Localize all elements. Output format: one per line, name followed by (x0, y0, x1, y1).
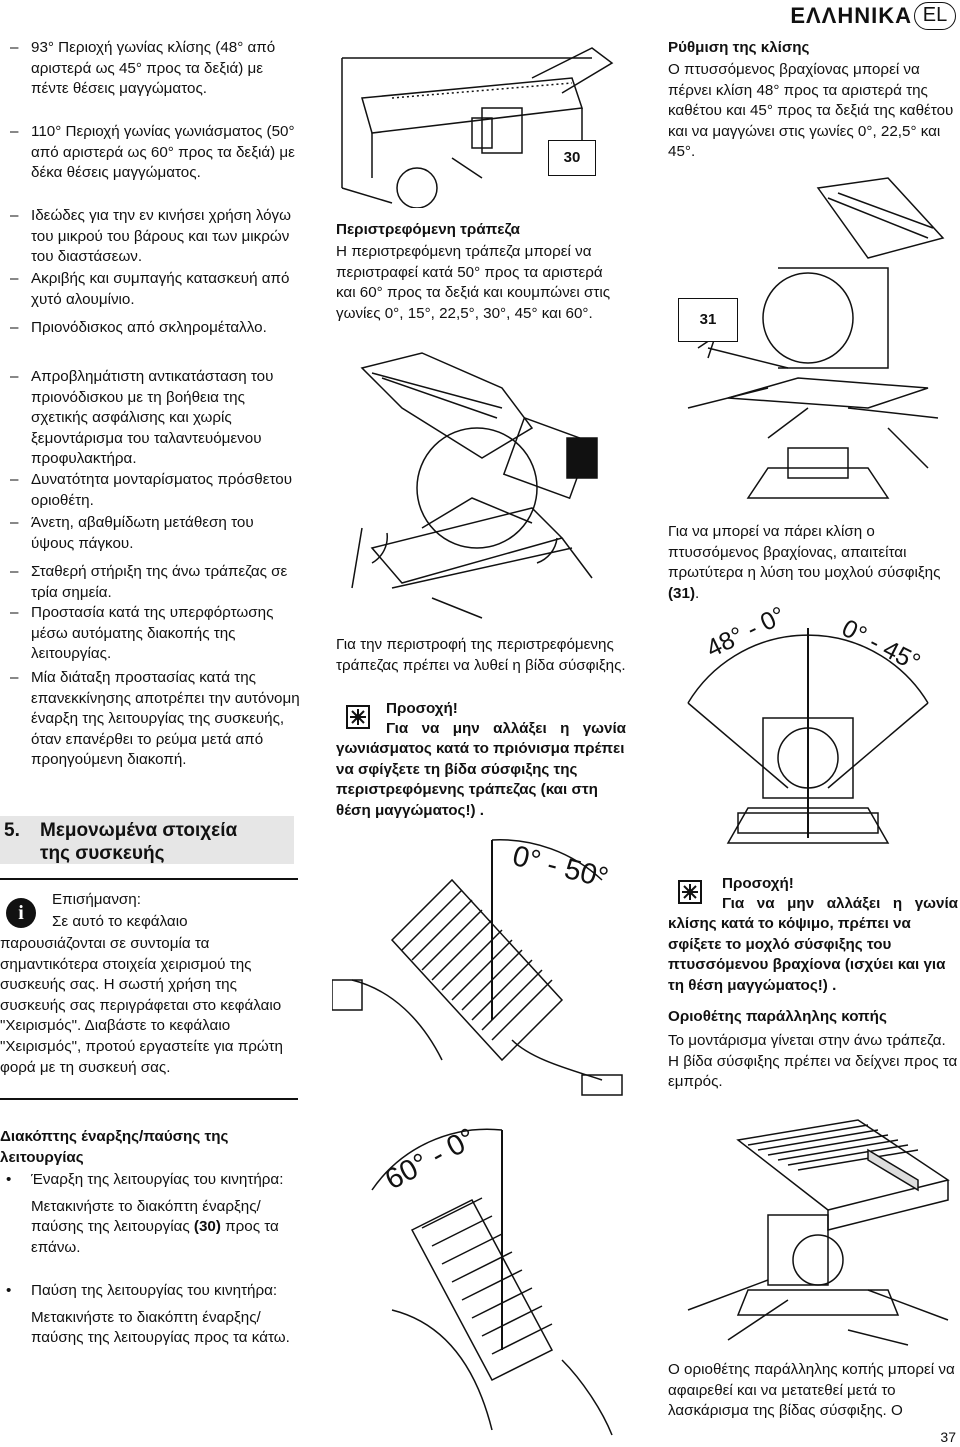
rotary-heading: Περιστρεφόμενη τράπεζα (336, 221, 520, 238)
bullet-icon: • (6, 1171, 12, 1188)
language-code-badge: EL (914, 2, 956, 30)
figure-tilt-angles: 48° - 0° 0° - 45° (668, 601, 960, 870)
tilt-angles-drawing (687, 628, 929, 844)
features-list: –93° Περιοχή γωνίας κλίσης (48° από αρισ… (0, 38, 300, 798)
feature-item: –Ιδεώδες για την εν κινήσει χρήση λόγω τ… (10, 207, 291, 266)
figure-saw-top: 30 (332, 38, 624, 208)
rotary-warning-title: Προσοχή! (386, 700, 458, 717)
feature-item: –Μία διάταξη προστασίας κατά της επανεκκ… (10, 669, 300, 769)
fence-text: Το μοντάρισμα γίνεται στην άνω τράπεζα. … (668, 1032, 958, 1091)
fence-bottom-text: Ο οριοθέτης παράλληλης κοπής μπορεί να α… (668, 1361, 955, 1420)
figure-parallel-fence (668, 1100, 960, 1350)
note-line1: Σε αυτό το κεφάλαιο (52, 913, 188, 930)
rotate-instructions: Για την περιστροφή της περιστρεφόμενης τ… (336, 636, 626, 674)
rotation-drawing-2 (371, 1128, 613, 1436)
figure-label-31: 31 (678, 298, 738, 342)
figure-rotation-60-0: 60° - 0° (332, 1110, 628, 1440)
language-header: ΕΛΛΗΝΙΚΑ (790, 3, 912, 28)
section-title-line2: της συσκευής (40, 843, 165, 864)
feature-item: –Ακριβής και συμπαγής κατασκευή από χυτό… (10, 270, 290, 308)
feature-item: –Απροβλημάτιστη αντικατάσταση του πριονό… (10, 368, 274, 468)
figure-rotation-0-50: 0° - 50° (332, 820, 628, 1110)
feature-item: –Άνετη, αβαθμίδωτη μετάθεση του ύψους πά… (10, 514, 254, 552)
section-title: Μεμονωμένα στοιχεία (40, 820, 238, 841)
feature-item: –Σταθερή στήριξη της άνω τράπεζας σε τρί… (10, 563, 288, 601)
figure-miter-saw (332, 348, 622, 620)
feature-item: –Δυνατότητα μονταρίσματος πρόσθετου οριο… (10, 471, 293, 509)
switch-start-item: • Έναρξη της λειτουργίας του κινητήρα: Μ… (0, 1170, 296, 1258)
section-number: 5. (4, 820, 20, 841)
switch-start-text: Μετακινήστε το διακόπτη έναρξης/παύσης τ… (31, 1197, 279, 1256)
switch-start-title: Έναρξη της λειτουργίας του κινητήρα: (31, 1171, 284, 1188)
feature-item: –110° Περιοχή γωνίας γωνιάσματος (50° απ… (10, 123, 295, 182)
rotary-warning-text: γωνιάσματος κατά το πριόνισμα πρέπει να … (336, 740, 625, 819)
figure-tilt-saw: 31 (668, 168, 960, 513)
tilt-warning-title: Προσοχή! (722, 875, 794, 892)
fence-heading: Οριοθέτης παράλληλης κοπής (668, 1008, 887, 1025)
tilt-release-text: Για να μπορεί να πάρει κλίση ο πτυσσόμεν… (668, 523, 941, 602)
tilt-warning-text: κλίσης κατά το κόψιμο, πρέπει να σφίξετε… (668, 915, 946, 994)
tilt-text: Ο πτυσσόμενος βραχίονας μπορεί να πέρνει… (668, 61, 954, 161)
page-number: 37 (940, 1429, 956, 1445)
note-box: i Επισήμανση: Σε αυτό το κεφάλαιο παρουσ… (0, 878, 298, 1100)
saw-top-drawing (341, 47, 614, 208)
rotary-warning-first: Για να μην αλλάξει η γωνία (386, 720, 626, 737)
parallel-fence-drawing (687, 1119, 950, 1346)
note-text: παρουσιάζονται σε συντομία τα σημαντικότ… (0, 935, 283, 1076)
warning-icon (678, 880, 702, 904)
switch-stop-text: Μετακινήστε το διακόπτη έναρξης/παύσης τ… (31, 1308, 290, 1347)
figure-label-30: 30 (548, 140, 596, 176)
switch-stop-item: • Παύση της λειτουργίας του κινητήρα: Με… (0, 1281, 296, 1349)
feature-item: –93° Περιοχή γωνίας κλίσης (48° από αρισ… (10, 39, 276, 98)
section-heading: 5. Μεμονωμένα στοιχεία της συσκευής (0, 816, 294, 864)
miter-saw-drawing (351, 352, 598, 619)
bullet-icon: • (6, 1282, 12, 1299)
tilt-saw-drawing (687, 177, 945, 499)
warning-icon (346, 705, 370, 729)
feature-item: –Προστασία κατά της υπερφόρτωσης μέσω αυ… (10, 604, 274, 663)
info-icon: i (6, 898, 36, 928)
rotary-text: Η περιστρεφόμενη τράπεζα μπορεί να περισ… (336, 243, 611, 322)
tilt-heading: Ρύθμιση της κλίσης (668, 39, 810, 56)
feature-item: –Πριονόδισκος από σκληρομέταλλο. (10, 319, 267, 336)
rotation-drawing-1 (332, 839, 623, 1096)
note-heading: Επισήμανση: (52, 891, 141, 908)
switch-heading: Διακόπτης έναρξης/παύσης της λειτουργίας (0, 1128, 229, 1166)
switch-stop-title: Παύση της λειτουργίας του κινητήρα: (31, 1282, 278, 1299)
tilt-warning-first: Για να μην αλλάξει η γωνία (722, 895, 958, 912)
